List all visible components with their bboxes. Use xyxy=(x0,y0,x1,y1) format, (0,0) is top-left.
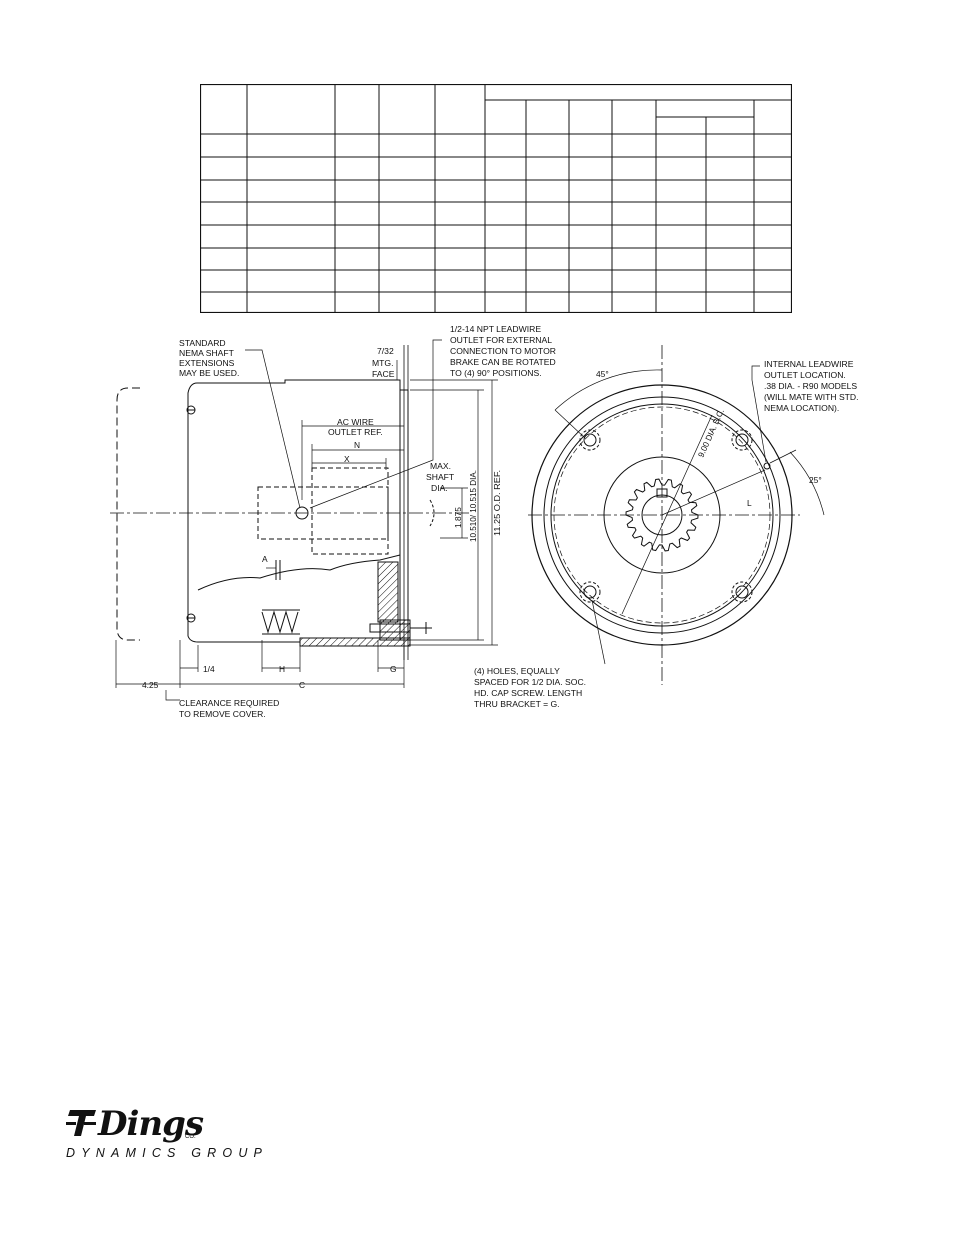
cover-clearance-outline xyxy=(116,387,140,641)
svg-text:FACE: FACE xyxy=(372,369,395,379)
svg-text:NEMA LOCATION).: NEMA LOCATION). xyxy=(764,403,839,413)
side-view xyxy=(110,339,498,701)
dim-od-ref: 11.25 O.D. REF. xyxy=(492,470,502,536)
internal-outlet-label: INTERNAL LEADWIRE xyxy=(764,359,854,369)
spring xyxy=(261,610,299,634)
dim-n: N xyxy=(354,440,360,450)
section-break xyxy=(197,554,401,591)
svg-text:(WILL MATE WITH STD.: (WILL MATE WITH STD. xyxy=(764,392,859,402)
svg-text:SHAFT: SHAFT xyxy=(426,472,455,482)
logo-co: CO. xyxy=(185,1134,196,1140)
spline xyxy=(625,478,699,552)
standard-nema-label: STANDARD xyxy=(179,338,226,348)
dim-x: X xyxy=(344,454,350,464)
logo-group: DYNAMICS GROUP xyxy=(66,1146,269,1160)
max-shaft-label: MAX. xyxy=(430,461,451,471)
svg-text:NEMA SHAFT: NEMA SHAFT xyxy=(179,348,235,358)
dim-c: C xyxy=(299,680,305,690)
side-view-labels: STANDARD NEMA SHAFT EXTENSIONS MAY BE US… xyxy=(142,324,556,719)
svg-text:OUTLET LOCATION.: OUTLET LOCATION. xyxy=(764,370,846,380)
svg-text:CONNECTION TO MOTOR: CONNECTION TO MOTOR xyxy=(450,346,556,356)
dim-g: G xyxy=(390,664,397,674)
svg-text:TO REMOVE COVER.: TO REMOVE COVER. xyxy=(179,709,266,719)
dim-a: A xyxy=(262,554,268,564)
svg-text:EXTENSIONS: EXTENSIONS xyxy=(179,358,235,368)
dim-pilot: 1.875 xyxy=(453,507,463,528)
bolt-holes xyxy=(579,429,771,603)
svg-text:THRU BRACKET = G.: THRU BRACKET = G. xyxy=(474,699,560,709)
svg-text:MTG.: MTG. xyxy=(372,358,393,368)
specification-table xyxy=(200,84,792,313)
housing-left xyxy=(187,382,300,643)
ac-wire-label: AC WIRE xyxy=(337,417,374,427)
clearance-label: CLEARANCE REQUIRED xyxy=(179,698,279,708)
svg-text:BRAKE CAN BE ROTATED: BRAKE CAN BE ROTATED xyxy=(450,357,556,367)
angle-45: 45° xyxy=(596,369,609,379)
dings-mark-icon xyxy=(66,1110,96,1136)
dim-h: H xyxy=(279,664,285,674)
dim-l: L xyxy=(747,498,752,508)
svg-text:HD. CAP SCREW. LENGTH: HD. CAP SCREW. LENGTH xyxy=(474,688,582,698)
front-view xyxy=(528,345,825,685)
svg-text:OUTLET FOR EXTERNAL: OUTLET FOR EXTERNAL xyxy=(450,335,552,345)
svg-text:MAY BE USED.: MAY BE USED. xyxy=(179,368,239,378)
holes-note: (4) HOLES, EQUALLY xyxy=(474,666,560,676)
dings-logo: Dings CO. DYNAMICS GROUP xyxy=(64,1104,304,1168)
svg-text:.38 DIA. - R90 MODELS: .38 DIA. - R90 MODELS xyxy=(764,381,857,391)
angle-25: 25° xyxy=(809,475,822,485)
mtg-face-label: 7/32 xyxy=(377,346,394,356)
dim-quarter: 1/4 xyxy=(203,664,215,674)
dim-clearance: 4.25 xyxy=(142,680,159,690)
svg-text:TO (4) 90° POSITIONS.: TO (4) 90° POSITIONS. xyxy=(450,368,542,378)
leadwire-outlet-label: 1/2-14 NPT LEADWIRE xyxy=(450,324,541,334)
logo-name: Dings xyxy=(98,1104,204,1144)
svg-text:SPACED FOR 1/2 DIA. SOC.: SPACED FOR 1/2 DIA. SOC. xyxy=(474,677,586,687)
svg-text:OUTLET REF.: OUTLET REF. xyxy=(328,427,383,437)
dim-face-dia: 10.510/ 10.515 DIA. xyxy=(468,470,478,542)
front-view-labels: 45° 25° L 9.00 DIA. B.C. INTERNAL LEADWI… xyxy=(474,359,859,709)
svg-text:DIA.: DIA. xyxy=(431,483,448,493)
housing-top xyxy=(197,379,401,390)
